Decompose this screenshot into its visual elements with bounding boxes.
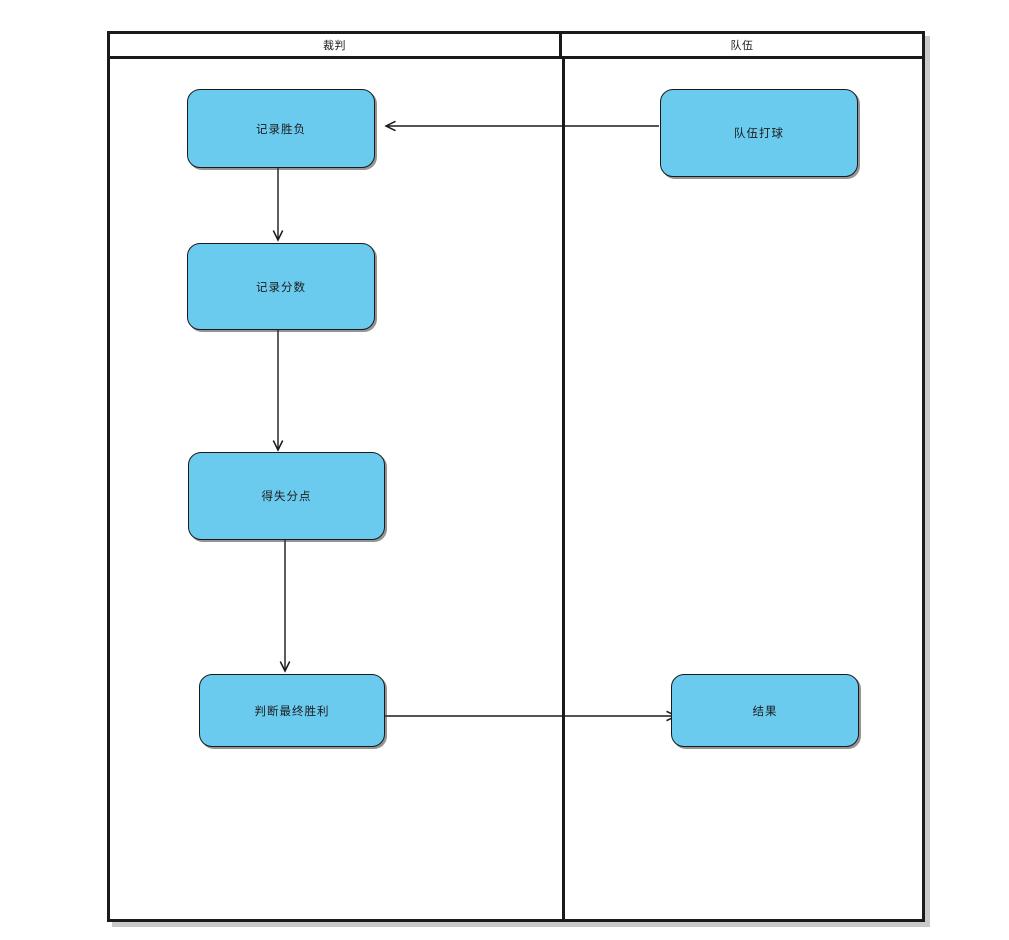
lane-header-referee[interactable]: 裁判: [110, 34, 562, 56]
lane-header-referee-label: 裁判: [323, 40, 346, 52]
node-record-score-label: 记录分数: [256, 281, 306, 294]
lane-divider: [562, 59, 565, 919]
lane-header-row: 裁判 队伍: [110, 34, 922, 59]
node-result[interactable]: 结果: [671, 674, 859, 747]
node-result-label: 结果: [752, 705, 778, 718]
node-gain-loss-point-label: 得失分点: [261, 491, 312, 503]
node-gain-loss-point[interactable]: 得失分点: [188, 452, 385, 540]
node-team-plays[interactable]: 队伍打球: [660, 89, 858, 177]
node-team-plays-label: 队伍打球: [734, 128, 784, 140]
node-record-winloss[interactable]: 记录胜负: [187, 89, 375, 168]
node-record-score[interactable]: 记录分数: [187, 243, 375, 330]
lane-header-team[interactable]: 队伍: [562, 34, 922, 56]
node-judge-final-victory[interactable]: 判断最终胜利: [199, 674, 385, 747]
node-judge-final-victory-label: 判断最终胜利: [254, 705, 330, 718]
lane-header-team-label: 队伍: [730, 40, 754, 52]
node-record-winloss-label: 记录胜负: [256, 123, 306, 136]
